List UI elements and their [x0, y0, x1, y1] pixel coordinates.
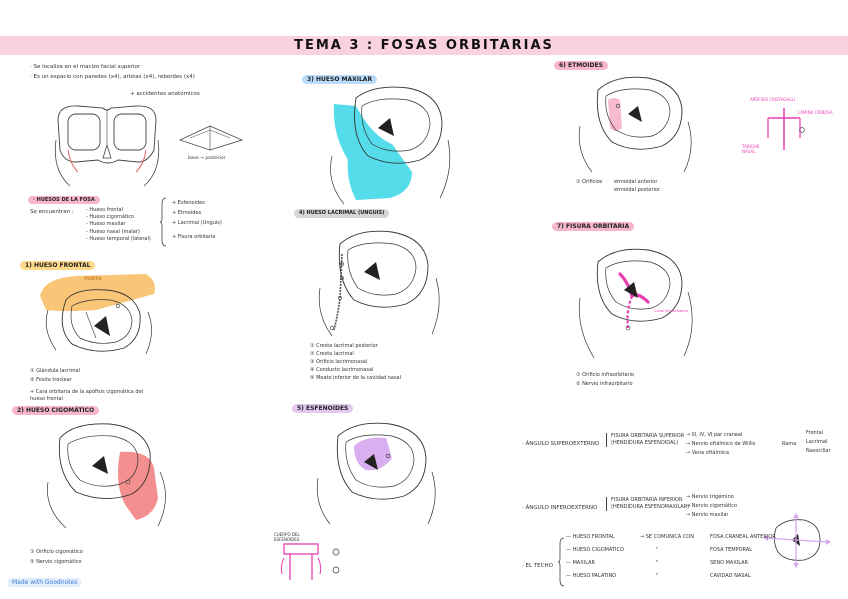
frontal-label: FRONTAL	[84, 276, 103, 281]
huesos-list-2: + Esfenoides + Etmoides + Lacrimal (Ungu…	[172, 200, 222, 241]
cigomatico-legend-1: ① Orificio cigomático	[30, 549, 83, 556]
fisura-canal-label: Canal infraorbitario	[654, 309, 688, 313]
etmoides-legend-2: etmoidal anterior	[614, 179, 657, 186]
techo-row-2-a: — HUESO CIGOMÁTICO	[566, 547, 624, 554]
sup-item-3: → Vena oftálmica	[686, 450, 755, 457]
goodnotes-badge: Made with Goodnotes	[8, 578, 81, 587]
cigomatico-legend-2: ② Nervio cigomático	[30, 559, 81, 566]
techo-heading: · EL TECHO	[522, 563, 553, 570]
techo-row-2-c: FOSA TEMPORAL	[710, 547, 752, 554]
techo-row-4-a: — HUESO PALATINO	[566, 573, 616, 580]
hueso2-item-4: + Fisura orbitaria	[172, 234, 222, 241]
rama-item-3: Nasociliar	[806, 448, 831, 455]
inf-box: FISURA ORBITARIA INFERIOR (HENDIDURA ESF…	[606, 497, 689, 511]
techo-row-3-c: SENO MAXILAR	[710, 560, 748, 567]
section-lacrimal-heading: 4) HUESO LACRIMAL (UNGUIS)	[294, 209, 389, 218]
rama-items: Frontal Lacrimal Nasociliar	[806, 430, 831, 456]
sup-item-1: → III, IV, VI par craneal	[686, 432, 755, 439]
skull-front-figure	[48, 100, 166, 194]
rama-label: Rama	[782, 441, 796, 448]
orbit-maxilar-figure	[316, 80, 456, 206]
inf-item-3: → Nervio maxilar	[686, 512, 737, 519]
techo-row-1-c: FOSA CRANEAL ANTERIOR	[710, 534, 776, 541]
techo-row-1-a: — HUESO FRONTAL	[566, 534, 615, 541]
orbit-cigomatico-figure	[40, 412, 180, 532]
sup-box-line-2: (HENDIDURA ESFENOIDAL)	[611, 440, 684, 447]
intro-line-2: · Es un espacio con paredes (x4), arista…	[30, 74, 195, 81]
inf-item-2: → Nervio cigomático	[686, 503, 737, 510]
orbit-esfenoides-figure	[308, 412, 448, 528]
pyramid-figure	[176, 122, 246, 158]
lacrimal-legend-5: ⑤ Meato inferior de la cavidad nasal	[310, 375, 401, 382]
huesos-heading: · HUESOS DE LA FOSA	[28, 196, 100, 204]
hueso-item-5: - Hueso temporal (lateral)	[86, 236, 151, 243]
orbit-frontal-figure: FRONTAL	[36, 268, 166, 364]
lacrimal-legend-2: ② Cresta lacrimal	[310, 351, 354, 358]
fisura-legend-1: ① Orificio infraorbitario	[576, 372, 634, 379]
etmoides-legend-3: etmoidal posterior	[614, 187, 660, 194]
angulo-inferoexterno: · ÁNGULO INFEROEXTERNO	[522, 505, 597, 512]
hueso2-item-1: + Esfenoides	[172, 200, 222, 207]
frontal-legend-2: ② Fosita troclear	[30, 377, 72, 384]
hueso2-item-2: + Etmoides	[172, 210, 222, 217]
lacrimal-legend-1: ① Cresta lacrimal posterior	[310, 343, 378, 350]
techo-row-4-c: CAVIDAD NASAL	[710, 573, 751, 580]
techo-row-3-b: "	[656, 560, 658, 567]
etmoides-mini-figure	[760, 104, 810, 154]
fisura-legend-2: ② Nervio infraorbitario	[576, 381, 633, 388]
huesos-list: - Hueso frontal - Hueso cigomático - Hue…	[86, 207, 151, 243]
huesos-lead: Se encuentran :	[30, 209, 74, 216]
section-fisura-heading: 7) FISURA ORBITARIA	[552, 222, 634, 231]
inf-items: → Nervio trigémino → Nervio cigomático →…	[686, 494, 737, 520]
techo-row-4-b: "	[656, 573, 658, 580]
sup-items: → III, IV, VI par craneal → Nervio oftál…	[686, 432, 755, 458]
inf-box-line-2: (HENDIDURA ESFENOMAXILAR)	[611, 504, 689, 511]
pyramid-label: base → posterior	[188, 155, 226, 162]
orbit-fisura-figure: Canal infraorbitario	[572, 232, 702, 368]
etmoides-top-label: APÓFISIS CRISTAGALLI	[750, 96, 795, 103]
sup-box-line-1: FISURA ORBITARIA SUPERIOR	[611, 433, 684, 440]
hueso-item-3: - Hueso maxilar	[86, 221, 151, 228]
esfenoides-mini-figure	[280, 540, 350, 586]
techo-row-2-b: "	[656, 547, 658, 554]
intro-line-1: · Se localiza en el macizo facial superi…	[30, 64, 140, 71]
inf-item-1: → Nervio trigémino	[686, 494, 737, 501]
techo-row-3-a: — MAXILAR	[566, 560, 595, 567]
lacrimal-legend-4: ④ Conducto lacrimonasal	[310, 367, 373, 374]
huesos-brace	[160, 196, 170, 248]
hueso-item-4: - Hueso nasal (malar)	[86, 229, 151, 236]
techo-row-1-b: → SE COMUNICA CON	[640, 534, 694, 541]
sup-box: FISURA ORBITARIA SUPERIOR (HENDIDURA ESF…	[606, 433, 684, 447]
hueso2-item-3: + Lacrimal (Unguis)	[172, 220, 222, 227]
sup-item-2: → Nervio oftálmico de Willis	[686, 441, 755, 448]
inf-box-line-1: FISURA ORBITARIA INFERIOR	[611, 497, 689, 504]
angulo-superoexterno: · ÁNGULO SUPEROEXTERNO	[522, 441, 599, 448]
page-title: TEMA 3 : FOSAS ORBITARIAS	[0, 36, 848, 55]
orbit-lacrimal-figure	[310, 218, 450, 340]
orbit-etmoides-figure	[572, 68, 702, 176]
rama-item-1: Frontal	[806, 430, 831, 437]
frontal-legend-3: + Cara orbitaria de la apófisis cigomáti…	[30, 389, 152, 403]
intro-line-3: + accidentes anatómicos	[130, 91, 200, 98]
etmoides-legend-1: ① Orificios	[576, 179, 602, 186]
techo-brace	[558, 536, 566, 588]
hueso-item-2: - Hueso cigomático	[86, 214, 151, 221]
lacrimal-legend-3: ③ Orificio lacrimonasal	[310, 359, 367, 366]
rama-item-2: Lacrimal	[806, 439, 831, 446]
frontal-legend-1: ① Glándula lacrimal	[30, 368, 80, 375]
